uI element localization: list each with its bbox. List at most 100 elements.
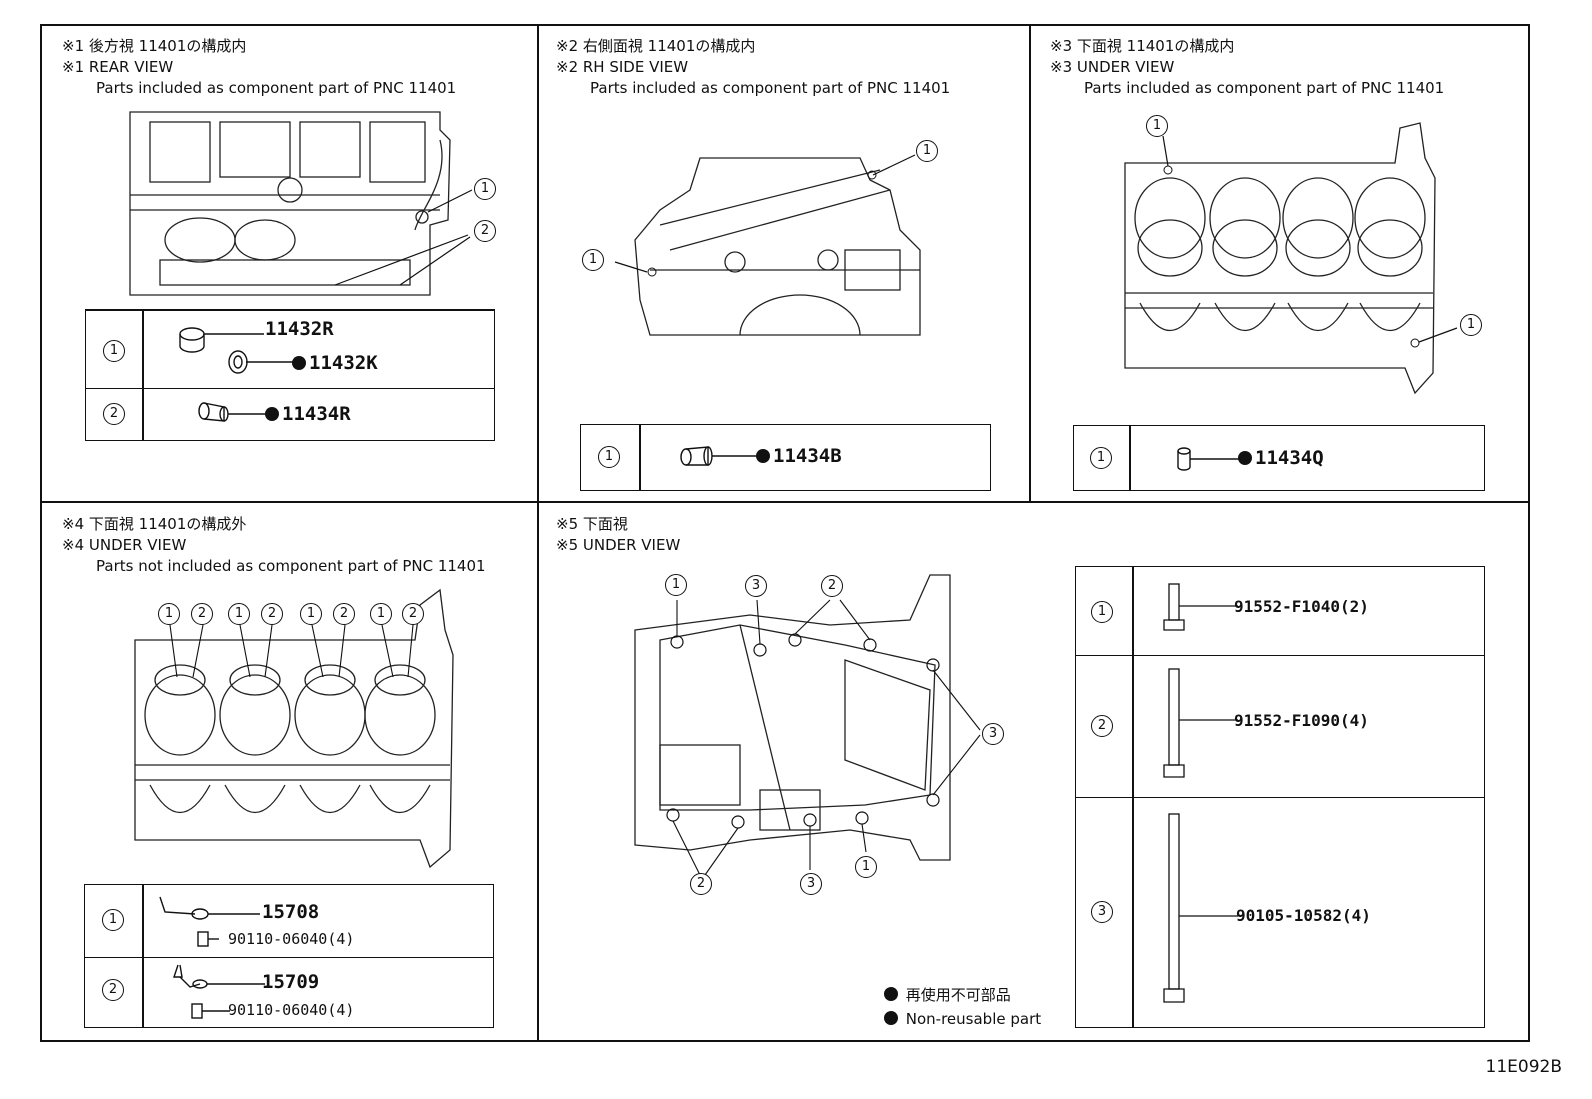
divider-v2 (1029, 24, 1031, 502)
legend-jp-text: 再使用不可部品 (905, 986, 1011, 1004)
callout-1: 1 (855, 856, 877, 878)
callout-1: 1 (1146, 115, 1168, 137)
row-callout-1: 1 (598, 446, 620, 468)
panel1-parts-table (85, 309, 495, 441)
bolt-part-number-2: 91552-F1090(4) (1234, 711, 1369, 730)
divider-v1 (537, 24, 539, 1042)
part-number-text: 11434R (282, 403, 351, 425)
callout-1: 1 (300, 603, 322, 625)
callout-3: 3 (800, 873, 822, 895)
callout-3: 3 (982, 723, 1004, 745)
bolt-part-number-1: 91552-F1040(2) (1234, 597, 1369, 616)
panel2-note: Parts included as component part of PNC … (590, 79, 951, 97)
panel1-title-en: ※1 REAR VIEW (62, 58, 174, 76)
legend: 再使用不可部品 Non-reusable part (884, 983, 1041, 1031)
callout-1: 1 (474, 178, 496, 200)
non-reusable-dot-icon (292, 356, 306, 370)
callout-1: 1 (1460, 314, 1482, 336)
panel5-header: ※5 下面視 ※5 UNDER VIEW (556, 514, 680, 556)
callout-2: 2 (333, 603, 355, 625)
non-reusable-dot-icon (884, 987, 898, 1001)
part-number-11434R: 11434R (265, 403, 351, 425)
under-view-illustration (1124, 122, 1458, 395)
panel3-note: Parts included as component part of PNC … (1084, 79, 1445, 97)
row-callout-1: 1 (1091, 601, 1113, 623)
legend-row-en: Non-reusable part (884, 1007, 1041, 1031)
panel2-parts-table (580, 424, 991, 491)
panel3-title-jp: ※3 下面視 11401の構成内 (1050, 37, 1235, 55)
panel4-header: ※4 下面視 11401の構成外 ※4 UNDER VIEW Parts not… (62, 514, 486, 577)
part-number-11434Q: 11434Q (1238, 447, 1324, 469)
bolt-short-icon (1163, 583, 1238, 631)
rear-view-illustration (129, 111, 473, 296)
part-number-11432R: 11432R (265, 318, 334, 340)
row-callout-3: 3 (1091, 901, 1113, 923)
panel1-header: ※1 後方視 11401の構成内 ※1 REAR VIEW Parts incl… (62, 36, 456, 99)
pin-icon (1177, 447, 1242, 471)
dowel-pin-icon (680, 446, 758, 466)
callout-1: 1 (916, 140, 938, 162)
part-number-15709: 15709 (262, 971, 320, 993)
part-number-text: 11434B (773, 445, 842, 467)
callout-1: 1 (228, 603, 250, 625)
oil-jet-icon (173, 964, 265, 1019)
non-reusable-dot-icon (265, 407, 279, 421)
panel4-note: Parts not included as component part of … (96, 557, 486, 575)
row-callout-1: 1 (102, 909, 124, 931)
callout-1: 1 (158, 603, 180, 625)
bolt-part-number-3: 90105-10582(4) (1236, 906, 1371, 925)
divider-h1 (40, 501, 1530, 503)
bolt-long-icon (1163, 813, 1238, 1003)
legend-row-jp: 再使用不可部品 (884, 983, 1041, 1007)
leader-lines (614, 154, 916, 273)
panel2-title-jp: ※2 右側面視 11401の構成内 (556, 37, 756, 55)
panel3-header: ※3 下面視 11401の構成内 ※3 UNDER VIEW Parts inc… (1050, 36, 1444, 99)
callout-1: 1 (665, 574, 687, 596)
panel5-bolt-table (1075, 566, 1485, 1028)
part-number-11434B: 11434B (756, 445, 842, 467)
panel5-title-jp: ※5 下面視 (556, 515, 628, 533)
row-callout-1: 1 (103, 340, 125, 362)
panel4-title-en: ※4 UNDER VIEW (62, 536, 187, 554)
part-number-11432K: 11432K (292, 352, 378, 374)
panel1-note: Parts included as component part of PNC … (96, 79, 457, 97)
panel2-title-en: ※2 RH SIDE VIEW (556, 58, 689, 76)
callout-3: 3 (745, 575, 767, 597)
callout-2: 2 (821, 575, 843, 597)
diagram-frame (40, 24, 1530, 1042)
callout-2: 2 (474, 220, 496, 242)
row-callout-2: 2 (103, 403, 125, 425)
panel4-title-jp: ※4 下面視 11401の構成外 (62, 515, 247, 533)
part-number-15708: 15708 (262, 901, 320, 923)
callout-1: 1 (370, 603, 392, 625)
dowel-pin-icon (198, 402, 266, 422)
row-callout-1: 1 (1090, 447, 1112, 469)
under-view-illustration (134, 588, 454, 869)
non-reusable-dot-icon (756, 449, 770, 463)
oil-jet-icon (159, 896, 260, 947)
legend-en-text: Non-reusable part (905, 1010, 1042, 1028)
oil-pan-under-view-illustration (634, 574, 981, 876)
panel1-title-jp: ※1 後方視 11401の構成内 (62, 37, 247, 55)
figure-code: 11E092B (1485, 1057, 1562, 1077)
callout-2: 2 (690, 873, 712, 895)
callout-2: 2 (402, 603, 424, 625)
part-number-90110-06040: 90110-06040(4) (228, 1001, 355, 1019)
non-reusable-dot-icon (1238, 451, 1252, 465)
callout-2: 2 (191, 603, 213, 625)
plug-icon (179, 327, 264, 374)
rh-side-view-illustration (634, 157, 921, 336)
panel4-parts-table (84, 884, 494, 1028)
leader-line (246, 361, 294, 363)
non-reusable-dot-icon (884, 1011, 898, 1025)
panel3-parts-table (1073, 425, 1485, 491)
panel3-title-en: ※3 UNDER VIEW (1050, 58, 1175, 76)
bolt-medium-icon (1163, 668, 1238, 778)
part-number-90110-06040: 90110-06040(4) (228, 930, 355, 948)
part-number-text: 11432K (309, 352, 378, 374)
callout-1: 1 (582, 249, 604, 271)
row-callout-2: 2 (1091, 715, 1113, 737)
row-callout-2: 2 (102, 979, 124, 1001)
panel2-header: ※2 右側面視 11401の構成内 ※2 RH SIDE VIEW Parts … (556, 36, 950, 99)
panel5-title-en: ※5 UNDER VIEW (556, 536, 681, 554)
